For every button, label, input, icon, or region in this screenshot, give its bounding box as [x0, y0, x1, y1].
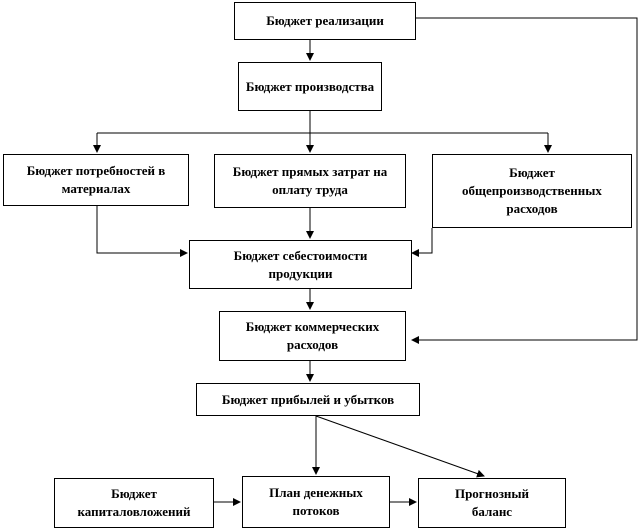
edge-overhead-cost: [411, 228, 433, 257]
node-cashflow-plan: План денежных потоков: [242, 476, 390, 528]
node-sales-label: Бюджет реализации: [266, 13, 384, 28]
node-production-budget: Бюджет производства: [238, 62, 382, 111]
node-balance-label: Прогнозный баланс: [454, 486, 530, 519]
edge-profit-balance: [315, 415, 485, 478]
node-labor-label: Бюджет прямых затрат на оплату труда: [232, 164, 388, 197]
edge-sales-commercial: [411, 17, 638, 344]
node-materials-label: Бюджет потребностей в материалах: [26, 163, 166, 196]
node-production-label: Бюджет производства: [245, 78, 375, 94]
node-cashflow-label: План денежных потоков: [269, 485, 363, 518]
node-profit-label: Бюджет прибылей и убытков: [221, 391, 395, 407]
node-commercial-budget: Бюджет коммерческих расходов: [219, 311, 406, 361]
node-cost-budget: Бюджет себестоимости продукции: [189, 240, 412, 289]
node-cost-label: Бюджет себестоимости продукции: [233, 247, 368, 281]
node-commercial-label: Бюджет коммерческих расходов: [245, 319, 380, 352]
node-materials-budget: Бюджет потребностей в материалах: [3, 154, 189, 206]
node-capex-label: Бюджет капиталовложений: [77, 486, 191, 519]
node-sales-budget: Бюджет реализации: [234, 2, 416, 40]
node-labor-budget: Бюджет прямых затрат на оплату труда: [214, 154, 406, 208]
node-capex-budget: Бюджет капиталовложений: [54, 478, 214, 528]
node-forecast-balance: Прогнозный баланс: [418, 478, 566, 528]
edge-materials-cost: [96, 206, 188, 257]
node-profit-budget: Бюджет прибылей и убытков: [196, 383, 420, 416]
node-overhead-budget: Бюджет общепроизводственных расходов: [432, 154, 632, 228]
node-overhead-label: Бюджет общепроизводственных расходов: [462, 165, 602, 216]
